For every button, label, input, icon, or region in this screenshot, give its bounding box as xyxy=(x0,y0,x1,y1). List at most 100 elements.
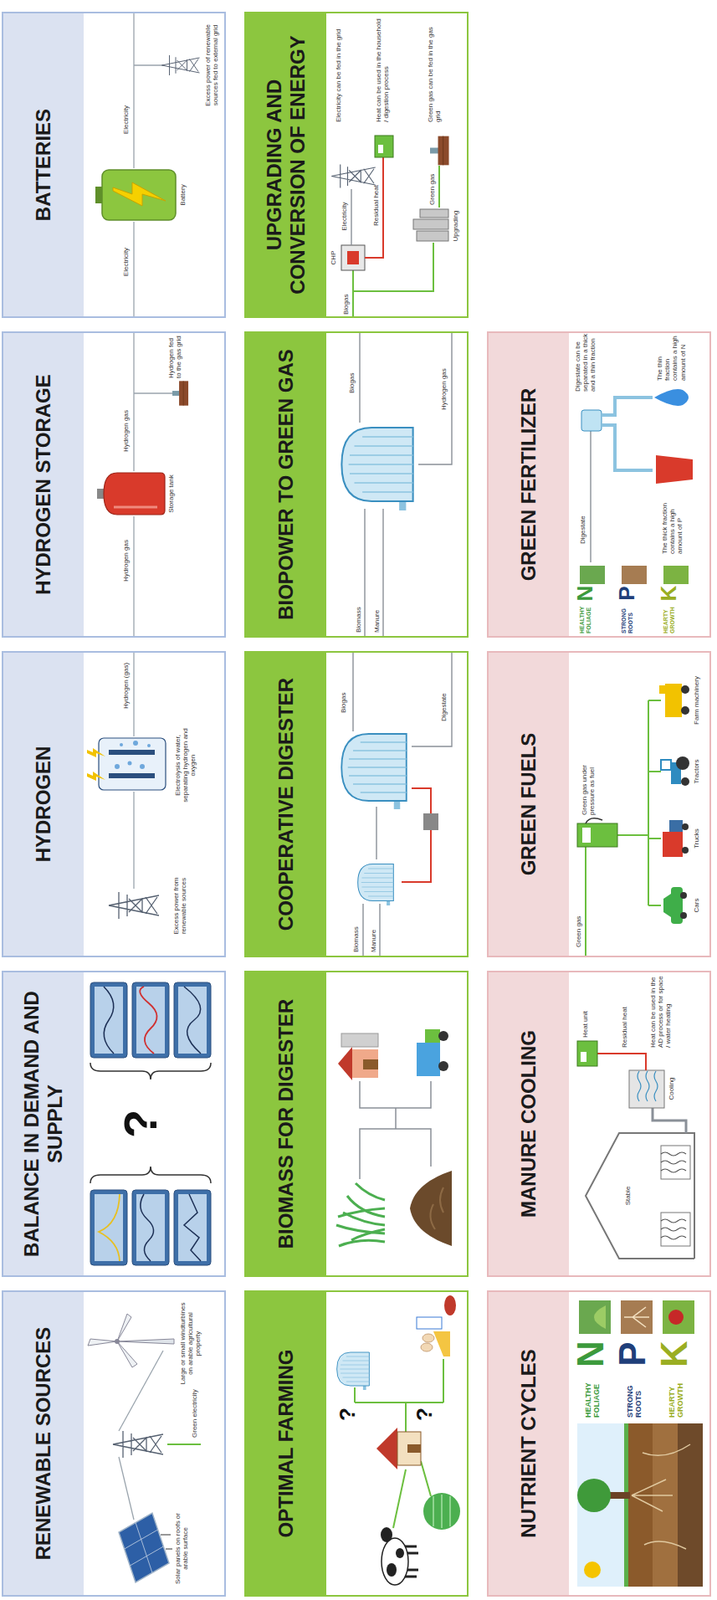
topic-panel: MANURE COOLING xyxy=(486,970,712,1277)
balance-art-part xyxy=(90,1189,128,1265)
panel-title: BATTERIES xyxy=(31,20,56,310)
upgrading-art xyxy=(331,135,449,317)
panel-title: RENEWABLE SOURCES xyxy=(31,1298,56,1588)
panel-header: HYDROGEN STORAGE xyxy=(3,332,84,636)
callout-text: Cars xyxy=(692,880,701,931)
symbol-letter: K xyxy=(655,1335,693,1373)
callout-text: Residual heat xyxy=(620,980,629,1048)
farming-art xyxy=(337,1295,461,1585)
biomass-art-part xyxy=(338,1046,353,1081)
balance-art-part xyxy=(132,982,170,1058)
balance-art-part xyxy=(98,1193,120,1261)
callout-text: Biomass xyxy=(354,590,363,633)
hydrogen-storage-art-part xyxy=(172,380,189,405)
battery-art-part xyxy=(112,182,166,206)
upgrading-art-part xyxy=(347,250,359,265)
panel-header: UPGRADING AND CONVERSION OF ENERGY xyxy=(245,13,327,317)
nutrient-art-part xyxy=(631,1444,691,1549)
panel-header: BIOMASS FOR DIGESTER xyxy=(245,972,327,1276)
hydrogen-art-part xyxy=(98,737,166,790)
callout-text: Manure xyxy=(369,910,378,953)
green-fuels-art-part xyxy=(585,818,603,824)
green-fuels-art-part xyxy=(659,685,666,694)
balance-art-part xyxy=(140,1193,154,1261)
green-fertilizer-art-part xyxy=(654,389,689,406)
biomass-art-part xyxy=(336,1183,385,1246)
hydrogen-art-part xyxy=(147,743,151,748)
green-fuels-art xyxy=(577,683,690,956)
topic-panel: BATTERIES xyxy=(1,11,226,318)
farming-art-part xyxy=(444,1295,456,1316)
topic-panel: BIOPOWER TO GREEN GAS xyxy=(244,331,469,638)
panel-title: NUTRIENT CYCLES xyxy=(517,1298,541,1588)
green-fuels-art-part xyxy=(680,891,687,899)
nutrient-art-part xyxy=(578,1300,611,1334)
cooperative-art-part xyxy=(401,788,431,882)
callout-text: The thin fraction contains a high amount… xyxy=(655,332,687,381)
callout-text: CHP xyxy=(329,242,338,273)
biomass-art-part xyxy=(416,1042,441,1076)
panel-header: RENEWABLE SOURCES xyxy=(3,1291,84,1595)
panel-title: MANURE COOLING xyxy=(517,978,541,1269)
callout-text: Biogas xyxy=(339,662,348,713)
farming-art-part xyxy=(423,1492,461,1530)
balance-art xyxy=(90,982,211,1265)
callout-text: Green gas can be fed in the gas grid xyxy=(426,17,442,123)
callout-text: The thick fraction contains a high amoun… xyxy=(660,486,685,554)
biomass-art-part xyxy=(359,1080,431,1179)
green-fertilizer-art-part xyxy=(581,409,602,431)
manure-cooling-art-part xyxy=(629,1070,665,1108)
upgrading-art-part xyxy=(419,209,449,218)
farming-art-part xyxy=(395,1547,405,1558)
green-fuels-art-part xyxy=(669,819,683,832)
callout-text: Excess power of renewable sources fed to… xyxy=(204,15,220,116)
callout-text: Hydrogen (gas) xyxy=(122,654,130,717)
panel-header: GREEN FERTILIZER xyxy=(488,332,569,636)
farming-art-part xyxy=(422,1333,435,1342)
hydrogen-art-part xyxy=(108,891,159,919)
upgrading-art-part xyxy=(378,144,384,154)
topic-panel: HYDROGEN xyxy=(1,650,226,958)
topic-panel: OPTIMAL FARMING xyxy=(244,1290,469,1597)
callout-text: HEALTHY FOLIAGE xyxy=(583,1371,602,1418)
callout-text: Green electricity xyxy=(190,1370,199,1438)
balance-art-part xyxy=(90,1062,211,1080)
farming-art-part xyxy=(433,1331,451,1357)
symbol-letter: N xyxy=(572,1335,610,1373)
upgrading-art-part xyxy=(416,230,449,241)
farming-art-part xyxy=(386,1562,397,1577)
callout-text: Biomass xyxy=(352,910,360,953)
topic-panel: HYDROGEN STORAGE xyxy=(1,331,226,638)
callout-text: Hydrogen gas xyxy=(122,397,130,465)
callout-text: HEARTY GROWTH xyxy=(667,1371,686,1418)
hydrogen-art-part xyxy=(108,773,155,779)
callout-text: Stable xyxy=(624,1174,632,1217)
biomass-art-part xyxy=(341,1033,379,1047)
cooperative-art-part xyxy=(423,813,439,830)
hydrogen-art-part xyxy=(133,652,134,737)
panel-header: BALANCE IN DEMAND AND SUPPLY xyxy=(3,972,84,1276)
green-fuels-art-part xyxy=(680,911,687,919)
green-fertilizer-art-part xyxy=(655,455,693,484)
upgrading-art-part xyxy=(331,164,376,189)
biopower-art-part xyxy=(341,427,413,511)
topic-panel: GREEN FUELS xyxy=(486,650,712,958)
upgrading-art-part xyxy=(350,189,352,246)
green-fuels-art-part xyxy=(681,846,689,854)
hydrogen-art-part xyxy=(114,763,120,769)
callout-text: Electricity can be fed in the grid xyxy=(334,17,343,123)
cooperative-art-part xyxy=(411,652,452,747)
callout-text: Digestate can be separated in a thick an… xyxy=(573,332,598,392)
battery-art-part xyxy=(102,169,176,221)
manure-cooling-art-part xyxy=(597,1053,646,1071)
symbol-letter: ? xyxy=(117,1106,164,1142)
hydrogen-art-part xyxy=(139,763,145,769)
nutrient-art-part xyxy=(662,1300,695,1334)
manure-cooling-art xyxy=(577,1040,695,1259)
panel-header: BIOPOWER TO GREEN GAS xyxy=(245,332,327,636)
panel-title: GREEN FUELS xyxy=(517,659,541,949)
manure-cooling-art-part xyxy=(585,1132,695,1259)
panel-title: BIOMASS FOR DIGESTER xyxy=(274,978,298,1269)
balance-art-part xyxy=(94,1193,123,1261)
nutrient-art-part xyxy=(652,1423,678,1587)
